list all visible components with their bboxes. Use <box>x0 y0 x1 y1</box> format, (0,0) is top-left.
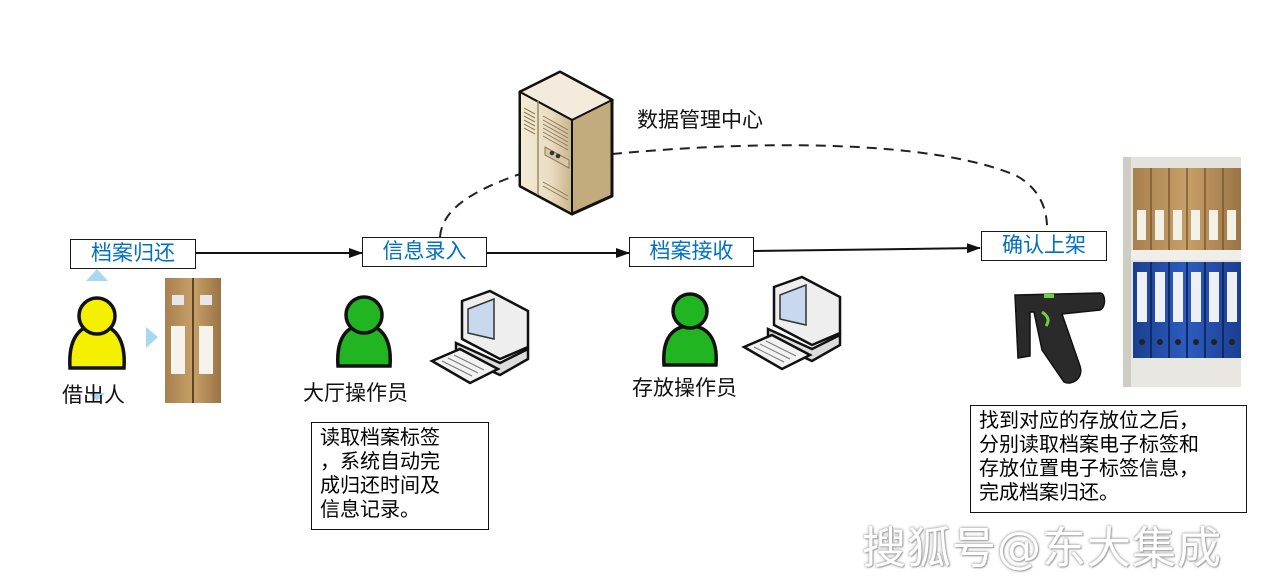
storage-operator-person-icon <box>662 292 718 367</box>
note-line: 成归还时间及 <box>320 473 440 497</box>
note-line: 信息记录。 <box>320 497 420 521</box>
note-line: ，系统自动完 <box>320 449 440 473</box>
stage-label: 信息录入 <box>382 239 467 263</box>
stage-box-shelve: 确认上架 <box>981 231 1107 261</box>
entry-note: 读取档案标签 ，系统自动完 成归还时间及 信息记录。 <box>311 422 489 530</box>
server-icon <box>517 70 615 216</box>
role-label-hall-operator: 大厅操作员 <box>303 381 408 405</box>
hint-arrow-down-icon <box>89 393 105 401</box>
stage-label: 档案接收 <box>649 239 734 263</box>
borrower-person-icon <box>68 296 126 370</box>
computer-icon <box>429 289 530 385</box>
role-label-borrower: 借出人 <box>62 383 125 407</box>
shelve-note: 找到对应的存放位之后， 分别读取档案电子标签和 存放位置电子标签信息， 完成档案… <box>970 405 1247 513</box>
rfid-reader-icon <box>1014 292 1106 384</box>
stage-box-return: 档案归还 <box>70 239 196 269</box>
computer-icon <box>741 275 842 371</box>
hall-operator-person-icon <box>336 295 392 368</box>
stage-label: 确认上架 <box>1002 233 1086 257</box>
note-line: 找到对应的存放位之后， <box>979 408 1199 432</box>
note-line: 完成档案归还。 <box>979 480 1119 504</box>
stage-box-receive: 档案接收 <box>629 237 754 267</box>
watermark: 搜狐号@东大集成 <box>862 523 1222 574</box>
flow-arrow-receive-to-shelve <box>753 243 981 254</box>
dashed-link-entry-to-server <box>439 169 533 238</box>
data-center-label: 数据管理中心 <box>637 108 763 132</box>
stage-label: 档案归还 <box>91 241 175 265</box>
note-line: 读取档案标签 <box>320 425 440 449</box>
dashed-link-server-to-shelve <box>611 144 1049 233</box>
shelf-with-binders-image <box>1123 157 1241 387</box>
role-label-storage-operator: 存放操作员 <box>632 376 737 400</box>
note-line: 分别读取档案电子标签和 <box>979 432 1199 456</box>
stage-box-entry: 信息录入 <box>362 237 487 267</box>
archive-boxes-image <box>165 278 221 403</box>
hint-arrow-up-icon <box>86 269 108 281</box>
note-line: 存放位置电子标签信息， <box>979 456 1199 480</box>
hint-arrow-right-icon <box>146 327 158 348</box>
